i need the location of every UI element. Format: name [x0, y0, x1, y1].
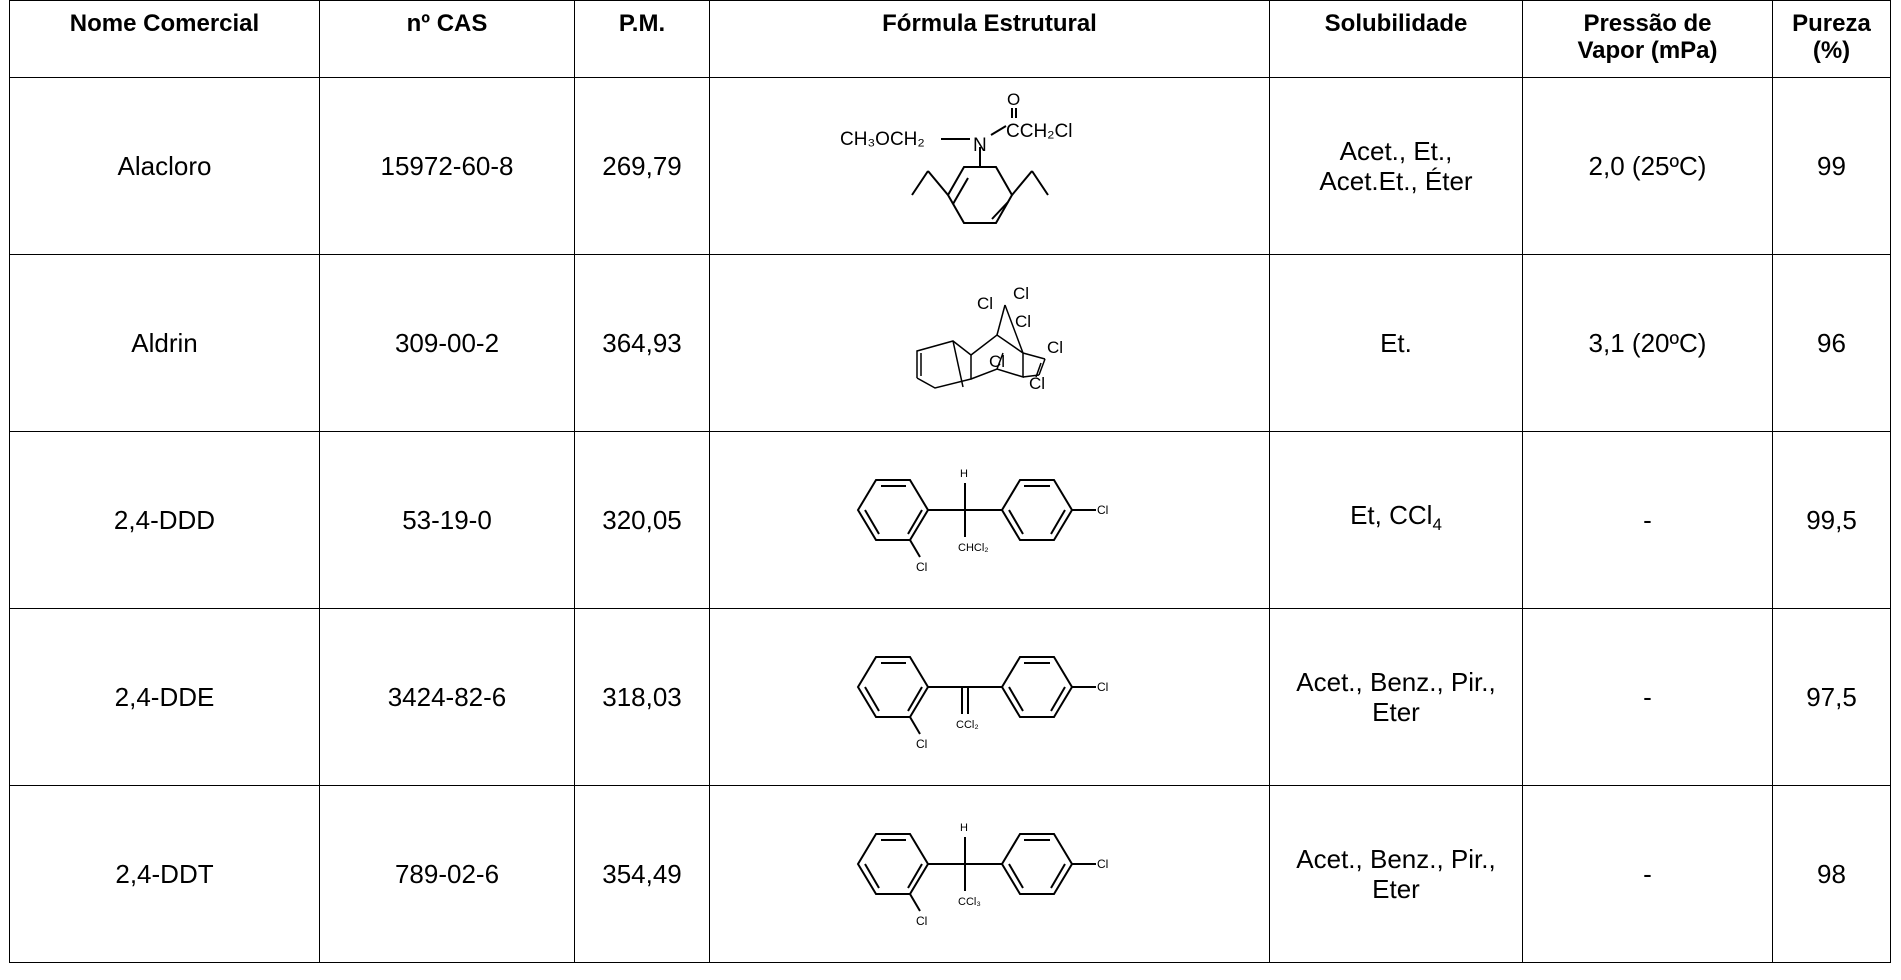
cell-pm: 320,05 [574, 431, 710, 609]
cell-pm: 364,93 [574, 254, 710, 432]
header-pureza-line2: (%) [1812, 37, 1851, 64]
header-vapor-line2: Vapor (mPa) [1577, 37, 1718, 64]
cl-label: Cl [977, 294, 993, 313]
header-pureza-line1: Pureza [1792, 10, 1871, 37]
cell-pm: 269,79 [574, 77, 710, 255]
cell-solubility: Acet., Et.,Acet.Et., Éter [1269, 77, 1523, 255]
cell-cas: 3424-82-6 [319, 608, 575, 786]
cell-vapor: 3,1 (20ºC) [1522, 254, 1773, 432]
cl-label: Cl [916, 914, 927, 928]
cell-name: 2,4-DDT [9, 785, 320, 963]
cell-purity: 96 [1772, 254, 1891, 432]
cell-vapor: - [1522, 785, 1773, 963]
cl-label: Cl [916, 560, 927, 574]
cell-pm: 318,03 [574, 608, 710, 786]
sol-line1: Acet., Benz., Pir., [1296, 844, 1496, 874]
cl-label: Cl [1047, 338, 1063, 357]
table-row: 2,4-DDE 3424-82-6 318,03 [9, 608, 1891, 786]
sol-text: Et, CCl [1350, 499, 1433, 530]
ddd-structure: H Cl CHCl₂ Cl [856, 468, 1108, 574]
sol-subscript: 4 [1432, 515, 1442, 535]
dde-structure: Cl CCl₂ Cl [856, 656, 1108, 751]
header-vapor-line1: Pressão de [1583, 10, 1712, 37]
table-row: Alacloro 15972-60-8 269,79 [9, 77, 1891, 255]
cl-label: Cl [1097, 857, 1108, 871]
sol-line2: Eter [1372, 697, 1420, 727]
ccl3-label: CCl₃ [958, 896, 981, 908]
table-row: Aldrin 309-00-2 364,93 [9, 254, 1891, 432]
cell-name: Aldrin [9, 254, 320, 432]
alachlor-right-group: CCH₂Cl [1006, 121, 1072, 142]
h-label: H [960, 468, 968, 480]
chcl2-label: CHCl₂ [958, 542, 989, 554]
header-pureza: Pureza(%) [1772, 0, 1891, 78]
cl-label: Cl [1013, 284, 1029, 303]
alachlor-o-atom: O [1007, 91, 1020, 109]
cell-vapor: - [1522, 608, 1773, 786]
cell-structure: H Cl CCl₃ Cl [709, 785, 1270, 963]
cell-cas: 53-19-0 [319, 431, 575, 609]
cl-label: Cl [1097, 503, 1108, 517]
header-nome: Nome Comercial [9, 0, 320, 78]
cell-solubility: Et. [1269, 254, 1523, 432]
cell-purity: 97,5 [1772, 608, 1891, 786]
cl-label: Cl [916, 737, 927, 751]
cell-vapor: 2,0 (25ºC) [1522, 77, 1773, 255]
cell-vapor: - [1522, 431, 1773, 609]
header-sol: Solubilidade [1269, 0, 1523, 78]
header-row: Nome Comercial nº CAS P.M. Fórmula Estru… [9, 0, 1891, 78]
cl-label: Cl [989, 352, 1005, 371]
cell-structure: Cl CCl₂ Cl [709, 608, 1270, 786]
cell-name: Alacloro [9, 77, 320, 255]
alachlor-structure: CH₃OCH₂ N O CCH₂Cl [840, 91, 1072, 224]
cell-purity: 99,5 [1772, 431, 1891, 609]
cell-structure: Cl Cl Cl Cl Cl Cl [709, 254, 1270, 432]
cell-purity: 99 [1772, 77, 1891, 255]
cl-label: Cl [1015, 312, 1031, 331]
compound-table: Nome Comercial nº CAS P.M. Fórmula Estru… [9, 0, 1891, 963]
table-row: 2,4-DDD 53-19-0 320,05 [9, 431, 1891, 609]
ddt-structure: H Cl CCl₃ Cl [856, 822, 1108, 928]
sol-line2: Eter [1372, 874, 1420, 904]
sol-line2: Acet.Et., Éter [1319, 166, 1473, 196]
header-formula: Fórmula Estrutural [709, 0, 1270, 78]
alachlor-n-atom: N [973, 135, 987, 156]
cell-solubility: Acet., Benz., Pir.,Eter [1269, 785, 1523, 963]
cell-solubility: Et, CCl4 [1269, 431, 1523, 609]
table-row: 2,4-DDT 789-02-6 354,49 [9, 785, 1891, 963]
cl-label: Cl [1029, 374, 1045, 393]
cell-structure: H Cl CHCl₂ Cl [709, 431, 1270, 609]
cell-solubility: Acet., Benz., Pir.,Eter [1269, 608, 1523, 786]
cell-purity: 98 [1772, 785, 1891, 963]
header-pm: P.M. [574, 0, 710, 78]
cl-label: Cl [1097, 680, 1108, 694]
cell-pm: 354,49 [574, 785, 710, 963]
ccl2-label: CCl₂ [956, 719, 979, 731]
alachlor-left-group: CH₃OCH₂ [840, 129, 925, 150]
cell-cas: 15972-60-8 [319, 77, 575, 255]
cell-name: 2,4-DDE [9, 608, 320, 786]
header-cas: nº CAS [319, 0, 575, 78]
h-label: H [960, 822, 968, 834]
cell-cas: 309-00-2 [319, 254, 575, 432]
aldrin-structure: Cl Cl Cl Cl Cl Cl [915, 284, 1063, 393]
cell-name: 2,4-DDD [9, 431, 320, 609]
cell-structure: CH₃OCH₂ N O CCH₂Cl [709, 77, 1270, 255]
sol-line1: Acet., Et., [1339, 136, 1453, 166]
sol-line1: Acet., Benz., Pir., [1296, 667, 1496, 697]
cell-cas: 789-02-6 [319, 785, 575, 963]
